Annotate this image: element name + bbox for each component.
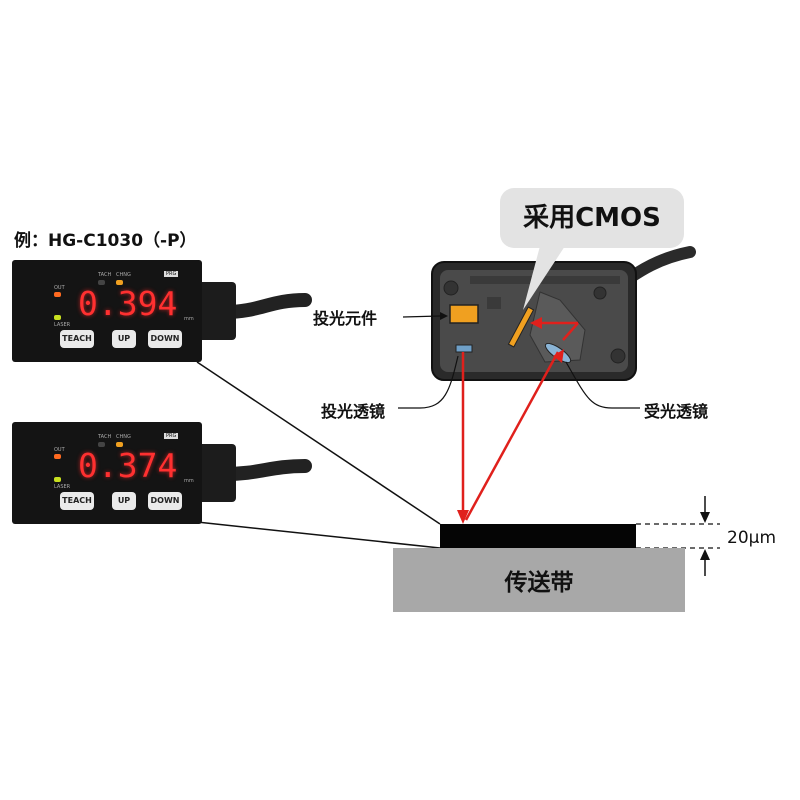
distance-readout: 0.374 bbox=[78, 446, 178, 485]
chng-led bbox=[116, 442, 123, 447]
cmos-callout: 采用CMOS bbox=[500, 188, 684, 248]
tach-led bbox=[98, 442, 105, 447]
connector-bottom bbox=[198, 444, 236, 502]
up-button[interactable]: UP bbox=[112, 330, 136, 348]
laser-label: LASER bbox=[54, 322, 71, 328]
down-button[interactable]: DOWN bbox=[148, 492, 182, 510]
cable-bottom bbox=[218, 459, 312, 481]
receiver-lens-label: 受光透镜 bbox=[644, 402, 709, 421]
tach-label: TACH bbox=[98, 434, 112, 440]
tach-label: TACH bbox=[98, 272, 112, 278]
chng-label: CHNG bbox=[116, 434, 131, 440]
zoom-line-upper bbox=[196, 361, 441, 525]
chng-label: CHNG bbox=[116, 272, 131, 278]
teach-button[interactable]: TEACH bbox=[60, 492, 94, 510]
emitter-element-label: 投光元件 bbox=[313, 309, 378, 328]
unit-label: mm bbox=[184, 316, 194, 322]
laser-label: LASER bbox=[54, 484, 71, 490]
tach-led bbox=[98, 280, 105, 285]
conveyor-belt: 传送带 bbox=[393, 548, 685, 612]
prg-label: PRG bbox=[164, 271, 179, 277]
workpiece bbox=[440, 524, 636, 548]
emitter-element bbox=[449, 304, 479, 324]
cmos-element bbox=[507, 306, 535, 348]
laser-led bbox=[54, 315, 61, 320]
connector-top bbox=[198, 282, 236, 340]
leader-emitter-element bbox=[402, 315, 441, 318]
thickness-dimension-label: 20μm bbox=[727, 528, 777, 548]
example-model-label: 例：HG-C1030（-P） bbox=[14, 231, 197, 251]
out-led bbox=[54, 454, 61, 459]
distance-readout: 0.394 bbox=[78, 284, 178, 323]
leader-receiver-lens bbox=[565, 361, 640, 409]
prg-label: PRG bbox=[164, 433, 179, 439]
cmos-bubble-tail bbox=[523, 246, 565, 310]
emitter-lens bbox=[455, 344, 473, 353]
cable-top bbox=[218, 293, 312, 319]
unit-label: mm bbox=[184, 478, 194, 484]
zoom-line-lower bbox=[196, 521, 441, 549]
down-button[interactable]: DOWN bbox=[148, 330, 182, 348]
chng-led bbox=[116, 280, 123, 285]
out-label: OUT bbox=[54, 447, 65, 453]
out-led bbox=[54, 292, 61, 297]
leader-emitter-lens bbox=[398, 355, 459, 409]
laser-beams bbox=[457, 317, 579, 524]
up-button[interactable]: UP bbox=[112, 492, 136, 510]
emitter-lens-label: 投光透镜 bbox=[321, 402, 386, 421]
out-label: OUT bbox=[54, 285, 65, 291]
sensor-amplifier-bottom: TACH CHNG PRG OUT LASER 0.374 mm TEACH U… bbox=[12, 422, 202, 524]
sensor-amplifier-top: TACH CHNG PRG OUT LASER 0.394 mm TEACH U… bbox=[12, 260, 202, 362]
laser-led bbox=[54, 477, 61, 482]
teach-button[interactable]: TEACH bbox=[60, 330, 94, 348]
